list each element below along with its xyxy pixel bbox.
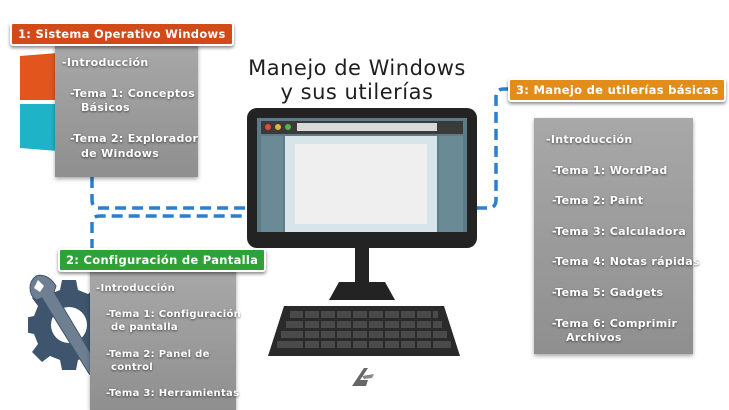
section-2-item: -Tema 2: Panel de xyxy=(106,349,210,360)
section-2-item: -Introducción xyxy=(96,283,176,294)
section-3-item: -Tema 5: Gadgets xyxy=(552,286,664,299)
section-3-panel xyxy=(534,118,693,354)
section-3-tag: 3: Manejo de utilerías básicas xyxy=(508,78,727,102)
connector-s1 xyxy=(90,160,248,210)
section-1-item: -Tema 1: Conceptos xyxy=(70,87,196,100)
section-2-item: -Tema 3: Herramientas xyxy=(106,388,240,399)
section-1-panel xyxy=(55,44,198,177)
title-line-1: Manejo de Windows xyxy=(248,56,466,80)
section-1-item: Básicos xyxy=(81,101,130,114)
title-line-2: y sus utilerías xyxy=(280,80,434,104)
connector-s3 xyxy=(476,87,512,210)
section-3-item: -Introducción xyxy=(546,133,633,146)
section-2-item: de pantalla xyxy=(111,322,178,333)
section-3-item: -Tema 1: WordPad xyxy=(552,164,668,177)
section-3-item: -Tema 6: Comprimir xyxy=(552,317,678,330)
desktop-computer-icon xyxy=(247,108,477,300)
section-3-item: Archivos xyxy=(566,331,622,344)
brand-logo-icon xyxy=(352,368,374,386)
section-3-item: -Tema 4: Notas rápidas xyxy=(552,255,700,268)
connector-s2 xyxy=(90,214,248,250)
keyboard-icon xyxy=(268,306,460,356)
section-1-tag: 1: Sistema Operativo Windows xyxy=(10,22,234,46)
section-1-item: -Introducción xyxy=(62,56,149,69)
section-2-tag: 2: Configuración de Pantalla xyxy=(58,248,267,272)
section-3-item: -Tema 2: Paint xyxy=(552,194,644,207)
section-1-item: de Windows xyxy=(81,147,160,160)
section-1-item: -Tema 2: Explorador xyxy=(70,132,199,145)
section-2-item: -Tema 1: Configuración xyxy=(106,309,242,320)
section-2-panel xyxy=(90,268,236,410)
section-3-item: -Tema 3: Calculadora xyxy=(552,225,687,238)
main-title: Manejo de Windows y sus utilerías xyxy=(222,56,492,104)
section-2-item: control xyxy=(111,362,154,373)
